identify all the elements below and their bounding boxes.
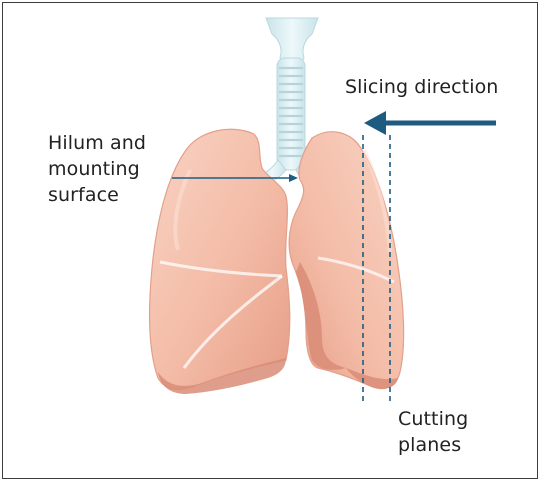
cutting-planes-label-line-1: Cutting	[398, 406, 468, 432]
hilum-label-line-1: Hilum and	[48, 130, 146, 156]
cutting-planes-label: Cutting planes	[398, 406, 468, 458]
cutting-planes-label-line-2: planes	[398, 432, 468, 458]
slicing-direction-label: Slicing direction	[345, 74, 498, 100]
hilum-label: Hilum and mounting surface	[48, 130, 146, 208]
hilum-label-line-2: mounting	[48, 156, 146, 182]
hilum-label-line-3: surface	[48, 182, 146, 208]
slicing-direction-arrow	[364, 111, 496, 135]
right-lung	[289, 132, 404, 389]
left-lung	[150, 129, 290, 394]
